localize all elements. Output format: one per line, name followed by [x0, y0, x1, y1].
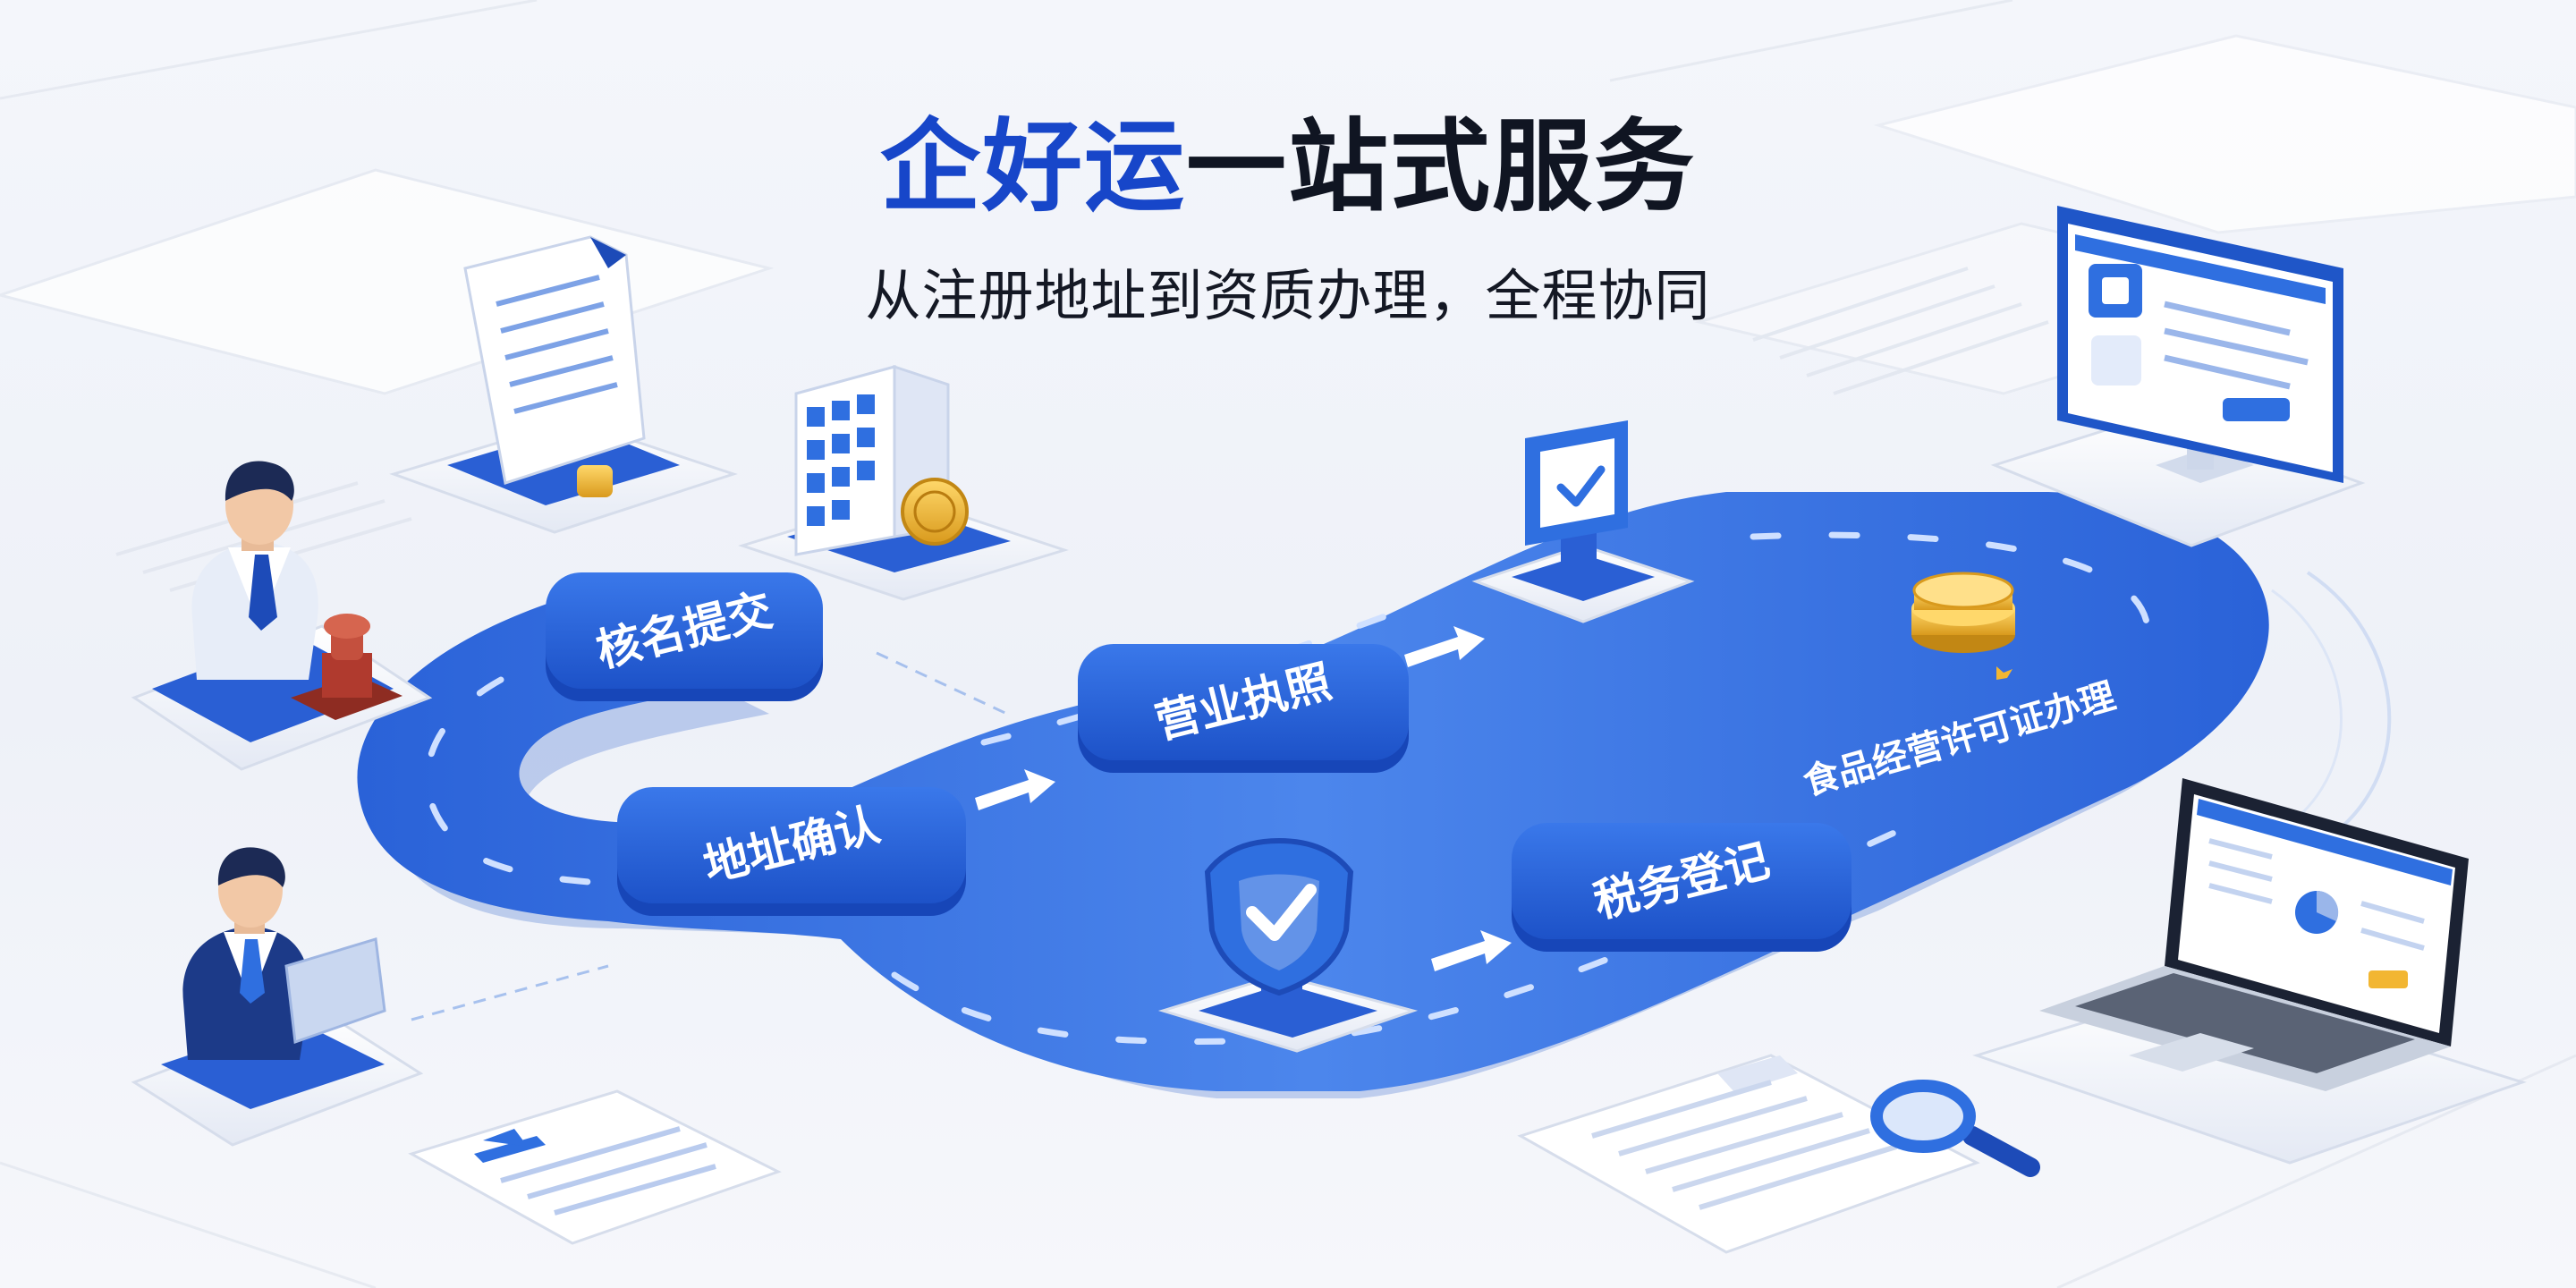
monitor-icon [1990, 206, 2366, 547]
magnifier-icon [1870, 1080, 2040, 1177]
coin-icon [1911, 572, 2015, 680]
step-pill-4[interactable] [1512, 823, 1852, 952]
person-icon [131, 847, 424, 1147]
arrow-icon [975, 626, 1512, 971]
step-pill-1[interactable] [546, 572, 823, 701]
header: 企好运一站式服务 从注册地址到资质办理，全程协同 [0, 107, 2576, 331]
step-pill-3[interactable] [1078, 644, 1409, 773]
page-subtitle: 从注册地址到资质办理，全程协同 [865, 263, 1711, 329]
shield-check-icon [1157, 837, 1419, 1053]
stamp-icon [291, 614, 402, 720]
tablet-icon [284, 937, 386, 1045]
document-icon [408, 1089, 782, 1245]
document-icon [389, 235, 738, 534]
page-title: 企好运一站式服务 [0, 107, 2576, 227]
step-pill-2[interactable] [617, 787, 966, 916]
title-rest: 一站式服务 [1186, 109, 1696, 225]
laptop-icon [1972, 778, 2527, 1165]
title-brand: 企好运 [880, 109, 1186, 225]
certificate-icon [1471, 420, 1695, 623]
document-icon [1517, 1054, 1980, 1254]
building-icon [738, 364, 1069, 601]
